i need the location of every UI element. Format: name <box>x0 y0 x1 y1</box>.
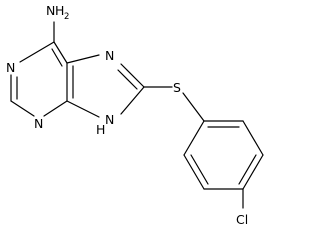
atom-label-n9-h: H <box>96 122 105 137</box>
atom-label-n7: N <box>105 48 114 63</box>
atom-label-amine-n: N <box>46 3 55 18</box>
atom-label-n3: N <box>34 116 43 131</box>
bond-ph-5-6 <box>183 154 205 190</box>
bond-n7-c8-inner <box>117 69 138 90</box>
atom-label-sulfur: S <box>173 80 181 95</box>
bond-ph-2-3 <box>242 120 264 156</box>
atom-label-amine-h: H <box>55 3 64 18</box>
atom-label-amine-h-count: 2 <box>64 12 69 22</box>
atom-label-n9: N <box>105 112 114 127</box>
bond-n9-c4 <box>66 100 100 118</box>
bonds <box>10 21 264 209</box>
bond-ph-3-4 <box>242 154 264 190</box>
bond-c2-n3 <box>10 100 35 117</box>
bond-n7-c8 <box>120 63 145 88</box>
atom-label-chlorine: Cl <box>236 212 248 227</box>
bond-ph-3-4-inner <box>238 154 257 185</box>
bond-ph-6-1 <box>183 120 205 156</box>
chemical-structure: N H 2 N N N N H S Cl <box>6 3 264 227</box>
atom-labels: N H 2 N N N N H S Cl <box>6 3 248 227</box>
bond-ph-5-6-inner <box>190 154 209 185</box>
bond-c5-c6 <box>53 41 68 64</box>
bond-c5-n7 <box>66 54 100 64</box>
bond-c6-n1 <box>19 41 55 63</box>
atom-label-n1: N <box>6 60 15 75</box>
bond-c5-c6-inner <box>51 48 63 67</box>
bond-s-phenyl <box>182 92 205 122</box>
bond-c8-n9 <box>120 86 145 115</box>
bond-n3-c4 <box>43 100 68 117</box>
